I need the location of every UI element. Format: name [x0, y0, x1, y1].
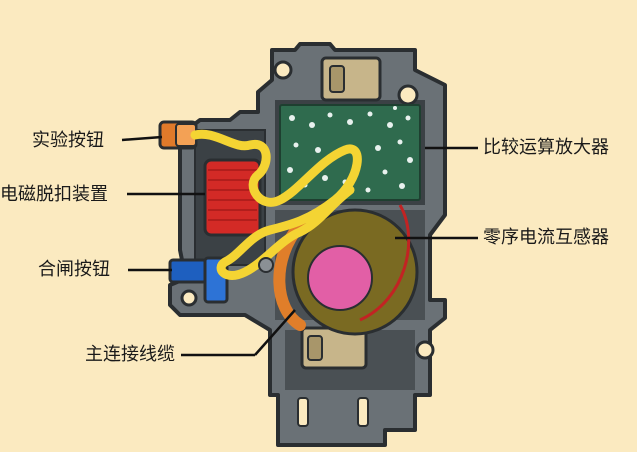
- mount-hole-top-left: [273, 60, 293, 80]
- red-wire: [359, 204, 411, 322]
- leader-main-cable-diag: [254, 309, 296, 356]
- label-main-cable: 主连接线缆: [85, 344, 175, 365]
- leader-lines: [121, 135, 478, 357]
- label-zero-seq-ct: 零序电流互感器: [483, 227, 609, 248]
- mount-hole-left: [180, 289, 198, 307]
- close-button-shape: [168, 258, 208, 284]
- label-comparator-amp: 比较运算放大器: [483, 137, 609, 158]
- pivot-screw: [258, 257, 274, 273]
- label-test-button: 实验按钮: [32, 130, 104, 151]
- em-coil: [203, 158, 262, 237]
- top-terminal-screw: [329, 65, 345, 93]
- ct-inner: [307, 245, 373, 311]
- mount-hole-top-right: [397, 84, 419, 106]
- mount-hole-bottom-right: [415, 340, 435, 360]
- bottom-terminal-screw: [307, 335, 323, 361]
- bottom-slot-right: [357, 397, 369, 427]
- leader-test-button: [121, 135, 163, 142]
- label-close-button: 合闸按钮: [38, 259, 110, 280]
- label-em-release: 电磁脱扣装置: [0, 184, 108, 205]
- coil-windings: [208, 169, 257, 221]
- bottom-slot-left: [297, 397, 309, 427]
